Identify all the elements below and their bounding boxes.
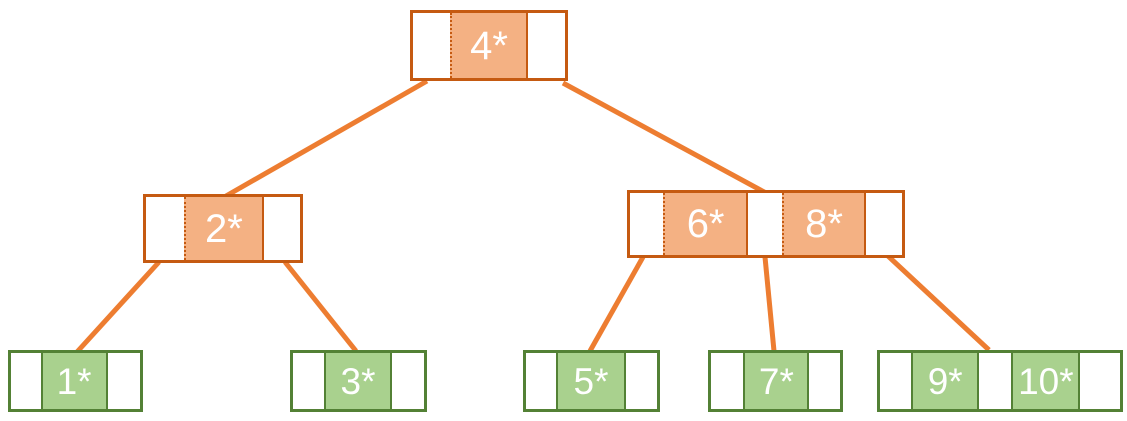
- pointer-cell: [262, 197, 300, 260]
- key-label: 2*: [205, 206, 243, 251]
- pointer-cell: [526, 13, 565, 78]
- pointer-cell: [977, 353, 1011, 409]
- key-label: 10*: [1018, 360, 1074, 402]
- key-label: 8*: [805, 202, 843, 246]
- pointer-cell: [526, 353, 556, 409]
- key-cell: 9*: [911, 353, 978, 409]
- btree-leaf-1: 1*: [8, 350, 143, 412]
- pointer-cell: [863, 193, 902, 255]
- pointer-cell: [293, 353, 324, 409]
- edge-root-to-node2: [224, 78, 429, 199]
- key-cell: 4*: [449, 13, 527, 78]
- edge-node6-8-to-leaf9-10: [886, 254, 991, 352]
- key-label: 9*: [927, 360, 963, 402]
- edge-node6-8-to-leaf7: [762, 256, 777, 352]
- pointer-cell: [630, 193, 663, 255]
- btree-leaf-3: 3*: [290, 350, 427, 412]
- btree-node-2: 2*: [143, 194, 303, 263]
- key-cell: 6*: [663, 193, 746, 255]
- key-label: 7*: [758, 360, 794, 402]
- edge-node6-8-to-leaf5: [587, 255, 646, 353]
- pointer-cell: [711, 353, 743, 409]
- key-cell: 3*: [323, 353, 391, 409]
- btree-node-root: 4*: [410, 10, 568, 81]
- key-label: 3*: [340, 360, 376, 402]
- pointer-cell: [413, 13, 450, 78]
- pointer-cell: [11, 353, 41, 409]
- pointer-cell: [390, 353, 424, 409]
- key-label: 5*: [573, 360, 609, 402]
- key-cell: 7*: [743, 353, 808, 409]
- key-label: 4*: [470, 23, 508, 68]
- pointer-cell: [880, 353, 911, 409]
- pointer-cell: [807, 353, 840, 409]
- pointer-cell: [624, 353, 657, 409]
- btree-leaf-7: 7*: [708, 350, 843, 412]
- key-cell: 2*: [183, 197, 263, 260]
- pointer-cell: [745, 193, 782, 255]
- btree-node-6-8: 6* 8*: [627, 190, 905, 258]
- key-cell: 1*: [40, 353, 106, 409]
- edge-root-to-node6-8: [561, 80, 768, 196]
- key-cell: 5*: [555, 353, 625, 409]
- pointer-cell: [1078, 353, 1120, 409]
- btree-leaf-9-10: 9* 10*: [877, 350, 1123, 412]
- key-label: 1*: [56, 360, 92, 402]
- pointer-cell: [105, 353, 140, 409]
- btree-leaf-5: 5*: [523, 350, 660, 412]
- key-cell: 8*: [782, 193, 864, 255]
- edge-node2-to-leaf3: [283, 260, 358, 353]
- key-cell: 10*: [1011, 353, 1079, 409]
- edge-node2-to-leaf1: [75, 260, 161, 354]
- key-label: 6*: [686, 202, 725, 246]
- pointer-cell: [146, 197, 184, 260]
